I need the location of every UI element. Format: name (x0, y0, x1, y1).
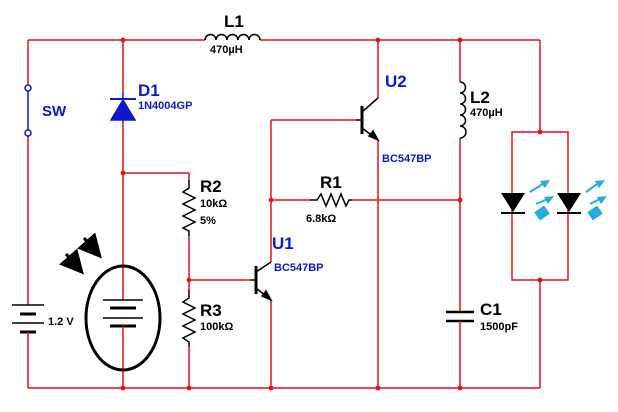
c1-value: 1500pF (480, 321, 518, 333)
u2-ref: U2 (385, 72, 407, 91)
r3-resistor-symbol (181, 290, 197, 347)
u2-transistor-symbol (356, 97, 380, 142)
d1-value: 1N4004GP (138, 100, 192, 112)
r2-ref: R2 (200, 177, 222, 196)
switch-symbol (24, 84, 32, 137)
r1-value: 6.8kΩ (306, 213, 336, 225)
d1-ref: D1 (138, 81, 160, 100)
c1-capacitor-symbol (446, 310, 474, 330)
r2-resistor-symbol (181, 180, 197, 236)
r3-value: 100kΩ (200, 321, 233, 333)
l2-inductor-symbol (459, 81, 467, 139)
r2-value: 10kΩ (200, 198, 227, 210)
l1-inductor-symbol (204, 33, 261, 41)
l1-value: 470µH (210, 44, 243, 56)
d1-diode-symbol (109, 92, 137, 122)
l2-value: 470µH (470, 107, 503, 119)
u1-value: BC547BP (274, 262, 324, 274)
c1-ref: C1 (480, 300, 502, 319)
l2-ref: L2 (470, 88, 490, 107)
l1-ref: L1 (224, 12, 244, 31)
solar-cell-icon (84, 264, 162, 372)
light-arrows-icon (59, 232, 102, 275)
junction-dots (120, 37, 543, 391)
led-icon (557, 180, 607, 221)
u1-ref: U1 (272, 234, 294, 253)
battery-symbol (12, 304, 44, 340)
r1-resistor-symbol (310, 192, 352, 208)
r2-tolerance: 5% (200, 215, 216, 227)
battery-value: 1.2 V (48, 316, 74, 328)
led-icon (501, 180, 554, 221)
u2-value: BC547BP (382, 153, 432, 165)
r1-ref: R1 (320, 173, 342, 192)
u1-transistor-symbol (250, 261, 273, 302)
switch-label: SW (42, 103, 67, 120)
r3-ref: R3 (200, 301, 222, 320)
